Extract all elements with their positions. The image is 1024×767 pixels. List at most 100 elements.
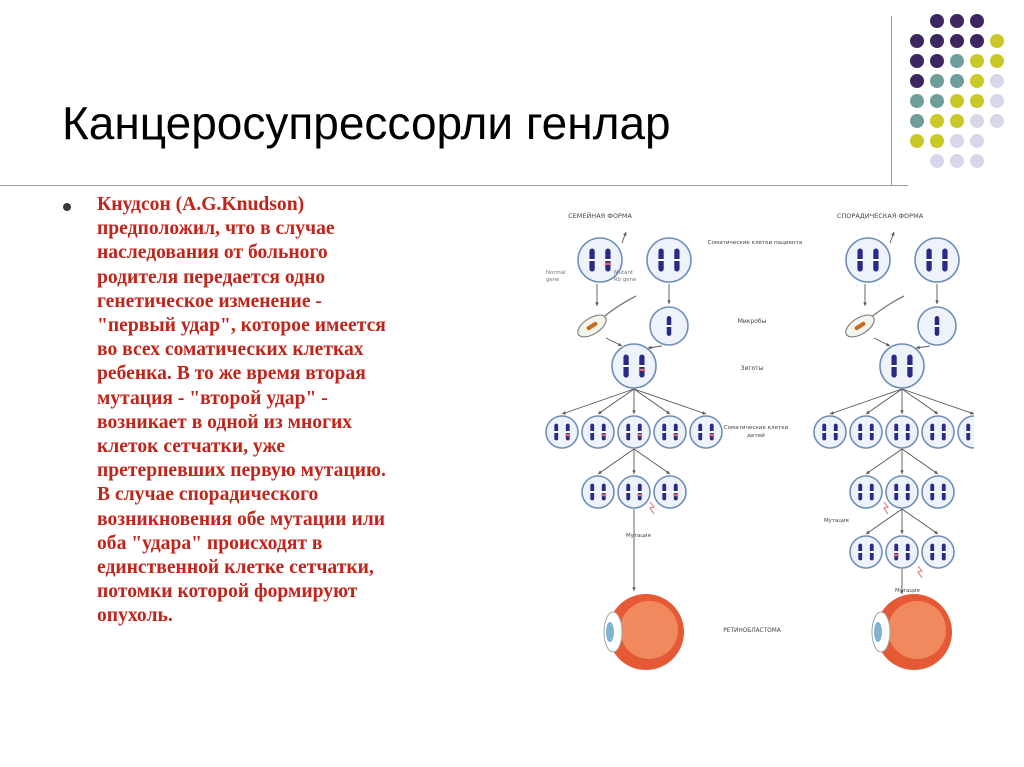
decorative-dot xyxy=(950,94,964,108)
decorative-dot-grid xyxy=(910,14,1004,168)
cell xyxy=(879,343,925,389)
decorative-dot xyxy=(990,34,1004,48)
decorative-dot xyxy=(910,94,924,108)
decorative-dot xyxy=(950,114,964,128)
cell xyxy=(617,475,651,509)
label-gametes: Микробы xyxy=(738,318,767,325)
decorative-dot xyxy=(970,154,984,168)
decorative-dot xyxy=(990,54,1004,68)
decorative-dot xyxy=(970,94,984,108)
decorative-dot xyxy=(950,34,964,48)
cell xyxy=(849,535,883,569)
decorative-dot xyxy=(910,74,924,88)
sperm-cell xyxy=(577,295,637,338)
cell xyxy=(653,415,687,449)
decorative-dot xyxy=(930,114,944,128)
decorative-dot xyxy=(930,54,944,68)
cell xyxy=(646,237,692,283)
mutant-gene-mark xyxy=(601,494,607,497)
decorative-dot xyxy=(910,134,924,148)
mutant-gene-mark xyxy=(637,434,643,437)
right-column-header: СПОРАДИЧЕСКАЯ ФОРМА xyxy=(837,212,924,220)
label-somatic-children-line-1: Соматические клетки xyxy=(724,425,789,431)
cell xyxy=(849,415,883,449)
cell xyxy=(617,415,651,449)
cell xyxy=(577,237,623,283)
decorative-dot xyxy=(930,74,944,88)
mutant-gene-mark xyxy=(565,434,571,437)
label-mutation-left: Мутация xyxy=(626,533,651,539)
decorative-dot xyxy=(970,14,984,28)
diagram-eyes xyxy=(603,594,952,670)
cell xyxy=(957,415,974,449)
left-column-header: СЕМЕЙНАЯ ФОРМА xyxy=(568,211,632,220)
diagram-arrows xyxy=(561,231,974,594)
decorative-dot xyxy=(970,74,984,88)
cell xyxy=(581,475,615,509)
decorative-dot xyxy=(970,54,984,68)
mutant-gene-mark xyxy=(673,494,679,497)
decorative-dot xyxy=(910,114,924,128)
cell xyxy=(611,343,657,389)
slide-body-text: Кнудсон (A.G.Knudson) предположил, что в… xyxy=(97,194,386,627)
mutant-gene-mark xyxy=(601,434,607,437)
cell xyxy=(689,415,723,449)
bullet-point xyxy=(63,203,71,211)
label-mutant-gene-line-1: Mutant xyxy=(614,270,633,276)
decorative-dot xyxy=(910,34,924,48)
cell xyxy=(921,475,955,509)
vertical-divider xyxy=(891,16,892,185)
label-somatic-children-line-2: детей xyxy=(747,432,765,439)
mutant-gene-mark xyxy=(604,262,612,265)
cell xyxy=(845,237,891,283)
sperm-cell xyxy=(845,295,905,338)
retinoblastoma-eye xyxy=(871,594,952,670)
slide-title: Канцеросупрессорли генлар xyxy=(62,97,671,149)
decorative-dot xyxy=(950,134,964,148)
label-normal-gene-line-1: Normal xyxy=(546,270,566,276)
decorative-dot xyxy=(950,14,964,28)
decorative-dot xyxy=(930,34,944,48)
mutant-gene-mark xyxy=(673,434,679,437)
decorative-dot xyxy=(970,114,984,128)
decorative-dot xyxy=(950,154,964,168)
cell xyxy=(914,237,960,283)
decorative-dot xyxy=(930,14,944,28)
diagram-labels: СЕМЕЙНАЯ ФОРМА СПОРАДИЧЕСКАЯ ФОРМА Сомат… xyxy=(546,211,924,634)
mutant-gene-mark xyxy=(637,494,643,497)
knudson-two-hit-diagram: СЕМЕЙНАЯ ФОРМА СПОРАДИЧЕСКАЯ ФОРМА Сомат… xyxy=(545,211,974,670)
decorative-dot xyxy=(990,114,1004,128)
mutant-gene-mark xyxy=(638,368,646,371)
decorative-dot xyxy=(950,54,964,68)
decorative-dot xyxy=(950,74,964,88)
decorative-dot xyxy=(990,94,1004,108)
label-normal-gene-line-2: gene xyxy=(546,277,560,283)
label-somatic-parent: Соматические клетки пациента xyxy=(708,240,803,246)
decorative-dot xyxy=(910,54,924,68)
decorative-dot xyxy=(930,154,944,168)
cell xyxy=(813,415,847,449)
cell xyxy=(885,535,919,569)
label-mutation-right-bottom: Мутация xyxy=(895,588,920,594)
decorative-dot xyxy=(970,134,984,148)
cell xyxy=(921,535,955,569)
retinoblastoma-eye xyxy=(603,594,684,670)
diagram-cells xyxy=(545,237,974,569)
mutant-gene-mark xyxy=(893,554,899,557)
label-mutation-right-top: Мутация xyxy=(824,518,849,524)
decorative-dot xyxy=(990,74,1004,88)
cell xyxy=(545,415,579,449)
cell xyxy=(653,475,687,509)
label-mutant-gene-line-2: Rb gene xyxy=(614,277,637,283)
cell xyxy=(849,475,883,509)
cell xyxy=(917,306,957,346)
decorative-dot xyxy=(970,34,984,48)
mutant-gene-mark xyxy=(709,434,715,437)
decorative-dot xyxy=(930,134,944,148)
label-zygotes: Зиготы xyxy=(741,365,764,372)
decorative-dot xyxy=(930,94,944,108)
cell xyxy=(581,415,615,449)
cell xyxy=(885,415,919,449)
cell xyxy=(921,415,955,449)
